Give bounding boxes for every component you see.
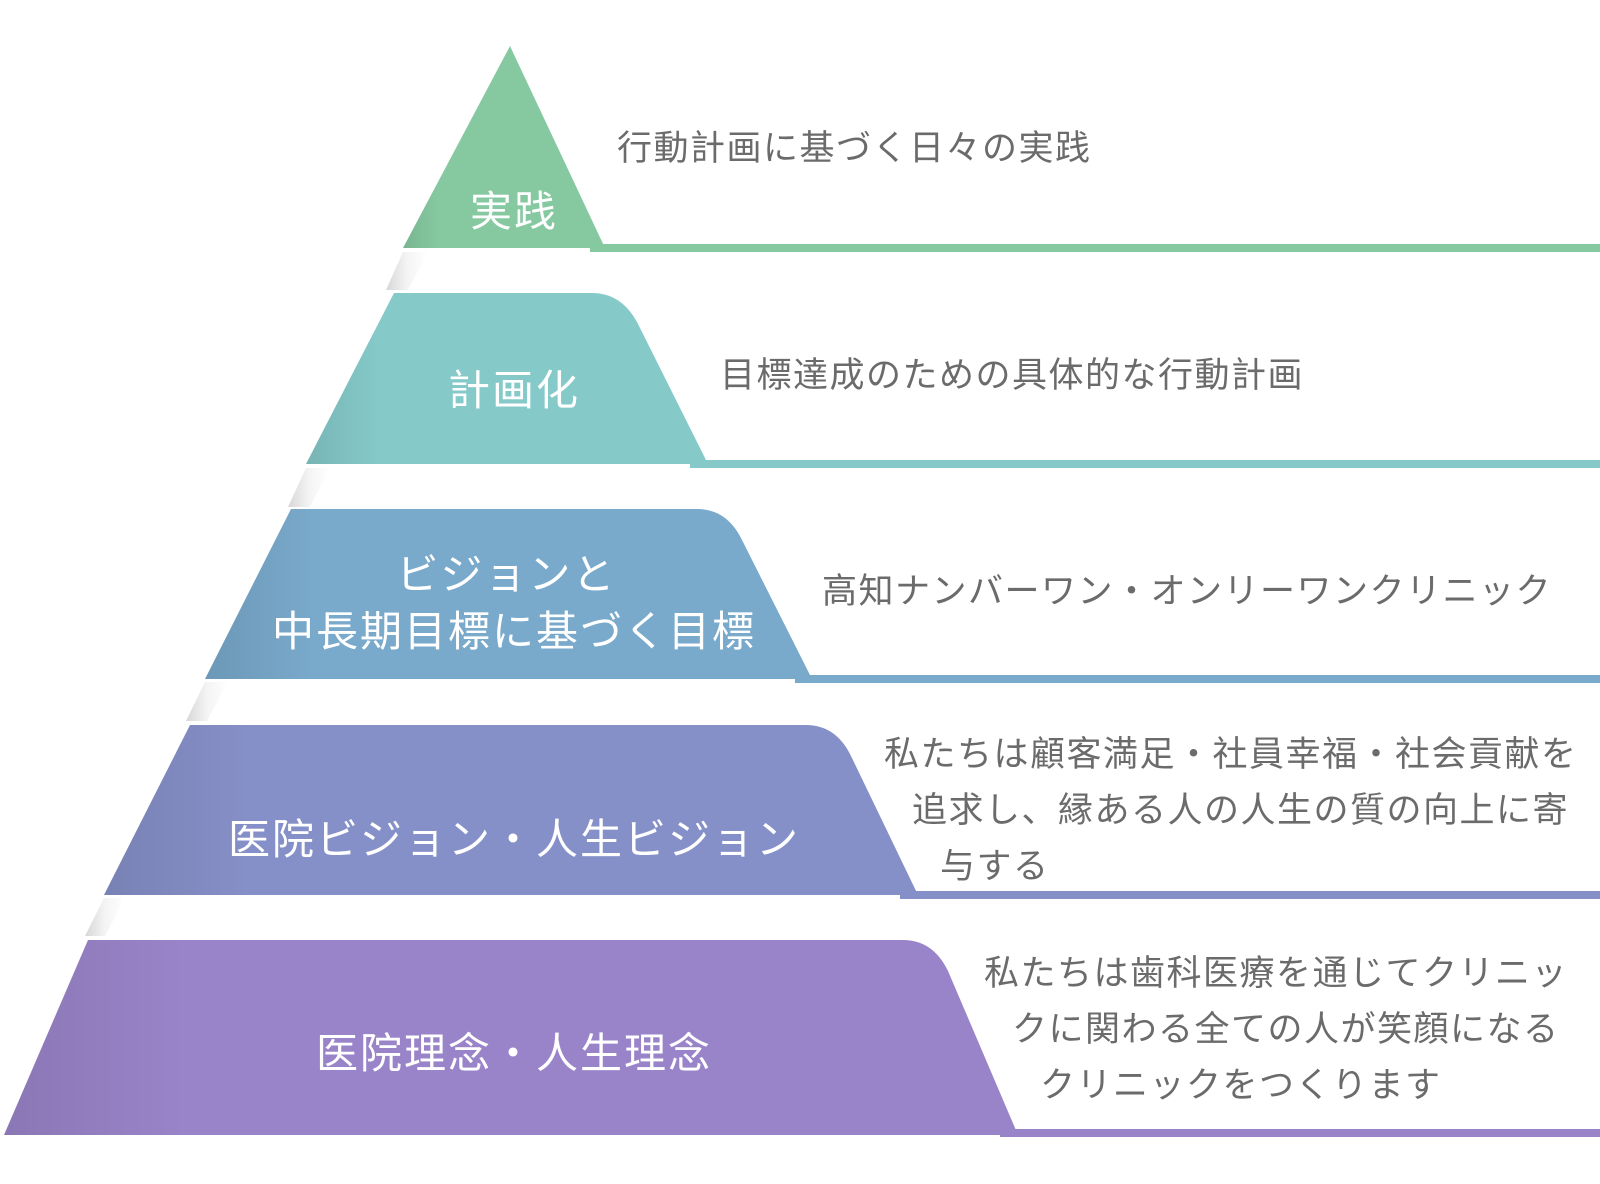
gap-strip-2 [288,468,330,507]
tier-gaps [85,252,428,936]
tier-practice: 実践 行動計画に基づく日々の実践 [403,46,1600,252]
tier-label: 計画化 [448,366,580,415]
tier-description-line: 目標達成のための具体的な行動計画 [720,356,1304,396]
tier-description: 私たちは顧客満足・社員幸福・社会貢献を 追求し、縁ある人の人生の質の向上に寄 与… [884,735,1590,887]
tier-label-line: ビジョンと [396,550,616,599]
tier-label: ビジョンと 中長期目標に基づく目標 [272,550,756,656]
tier-description-line: 私たちは歯科医療を通じてクリニッ [984,954,1568,994]
tier-description: 高知ナンバーワン・オンリーワンクリニック [822,572,1552,612]
tier-underline [690,460,1600,468]
tier-label-line: 実践 [470,187,558,236]
tier-label: 医院理念・人生理念 [316,1029,712,1078]
tier-description: 行動計画に基づく日々の実践 [617,129,1092,169]
tier-label-line: 医院理念・人生理念 [316,1029,712,1078]
gap-strip-4 [85,898,125,936]
tier-description-line: クに関わる全ての人が笑顔になる [1012,1010,1560,1050]
tier-description-line: 私たちは顧客満足・社員幸福・社会貢献を [884,735,1578,775]
tier-shape-shade [4,940,1018,1135]
tier-description-line: 追求し、縁ある人の人生の質の向上に寄 [912,791,1569,831]
tier-shape-shade [104,725,918,895]
tier-underline [900,891,1600,899]
tier-description: 私たちは歯科医療を通じてクリニッ クに関わる全ての人が笑顔になる クリニックをつ… [984,954,1581,1106]
tier-underline [1000,1129,1600,1137]
tier-vision-goals: ビジョンと 中長期目標に基づく目標 高知ナンバーワン・オンリーワンクリニック [205,509,1600,683]
tier-description-line: 高知ナンバーワン・オンリーワンクリニック [822,572,1552,612]
tier-label-line: 医院ビジョン・人生ビジョン [228,815,800,864]
tier-clinic-life-philosophy: 医院理念・人生理念 私たちは歯科医療を通じてクリニッ クに関わる全ての人が笑顔に… [4,940,1600,1137]
tier-clinic-life-vision: 医院ビジョン・人生ビジョン 私たちは顧客満足・社員幸福・社会貢献を 追求し、縁あ… [104,725,1600,899]
tier-label-line: 計画化 [448,366,580,415]
tier-description-line: クリニックをつくります [1040,1066,1442,1106]
tier-underline [795,675,1600,683]
tier-description-line: 与する [940,847,1050,887]
tier-planning: 計画化 目標達成のための具体的な行動計画 [306,293,1600,468]
tier-label: 実践 [470,187,558,236]
tier-shape-shade [205,509,812,679]
tier-description: 目標達成のための具体的な行動計画 [720,356,1304,396]
tier-label: 医院ビジョン・人生ビジョン [228,815,800,864]
tier-shape-shade [306,293,708,464]
gap-strip-3 [186,682,228,721]
tier-description-line: 行動計画に基づく日々の実践 [617,129,1092,169]
tier-underline [590,244,1600,252]
tier-label-line: 中長期目標に基づく目標 [272,607,756,656]
tier-shape-shade [403,46,605,248]
gap-strip-1 [386,252,428,290]
